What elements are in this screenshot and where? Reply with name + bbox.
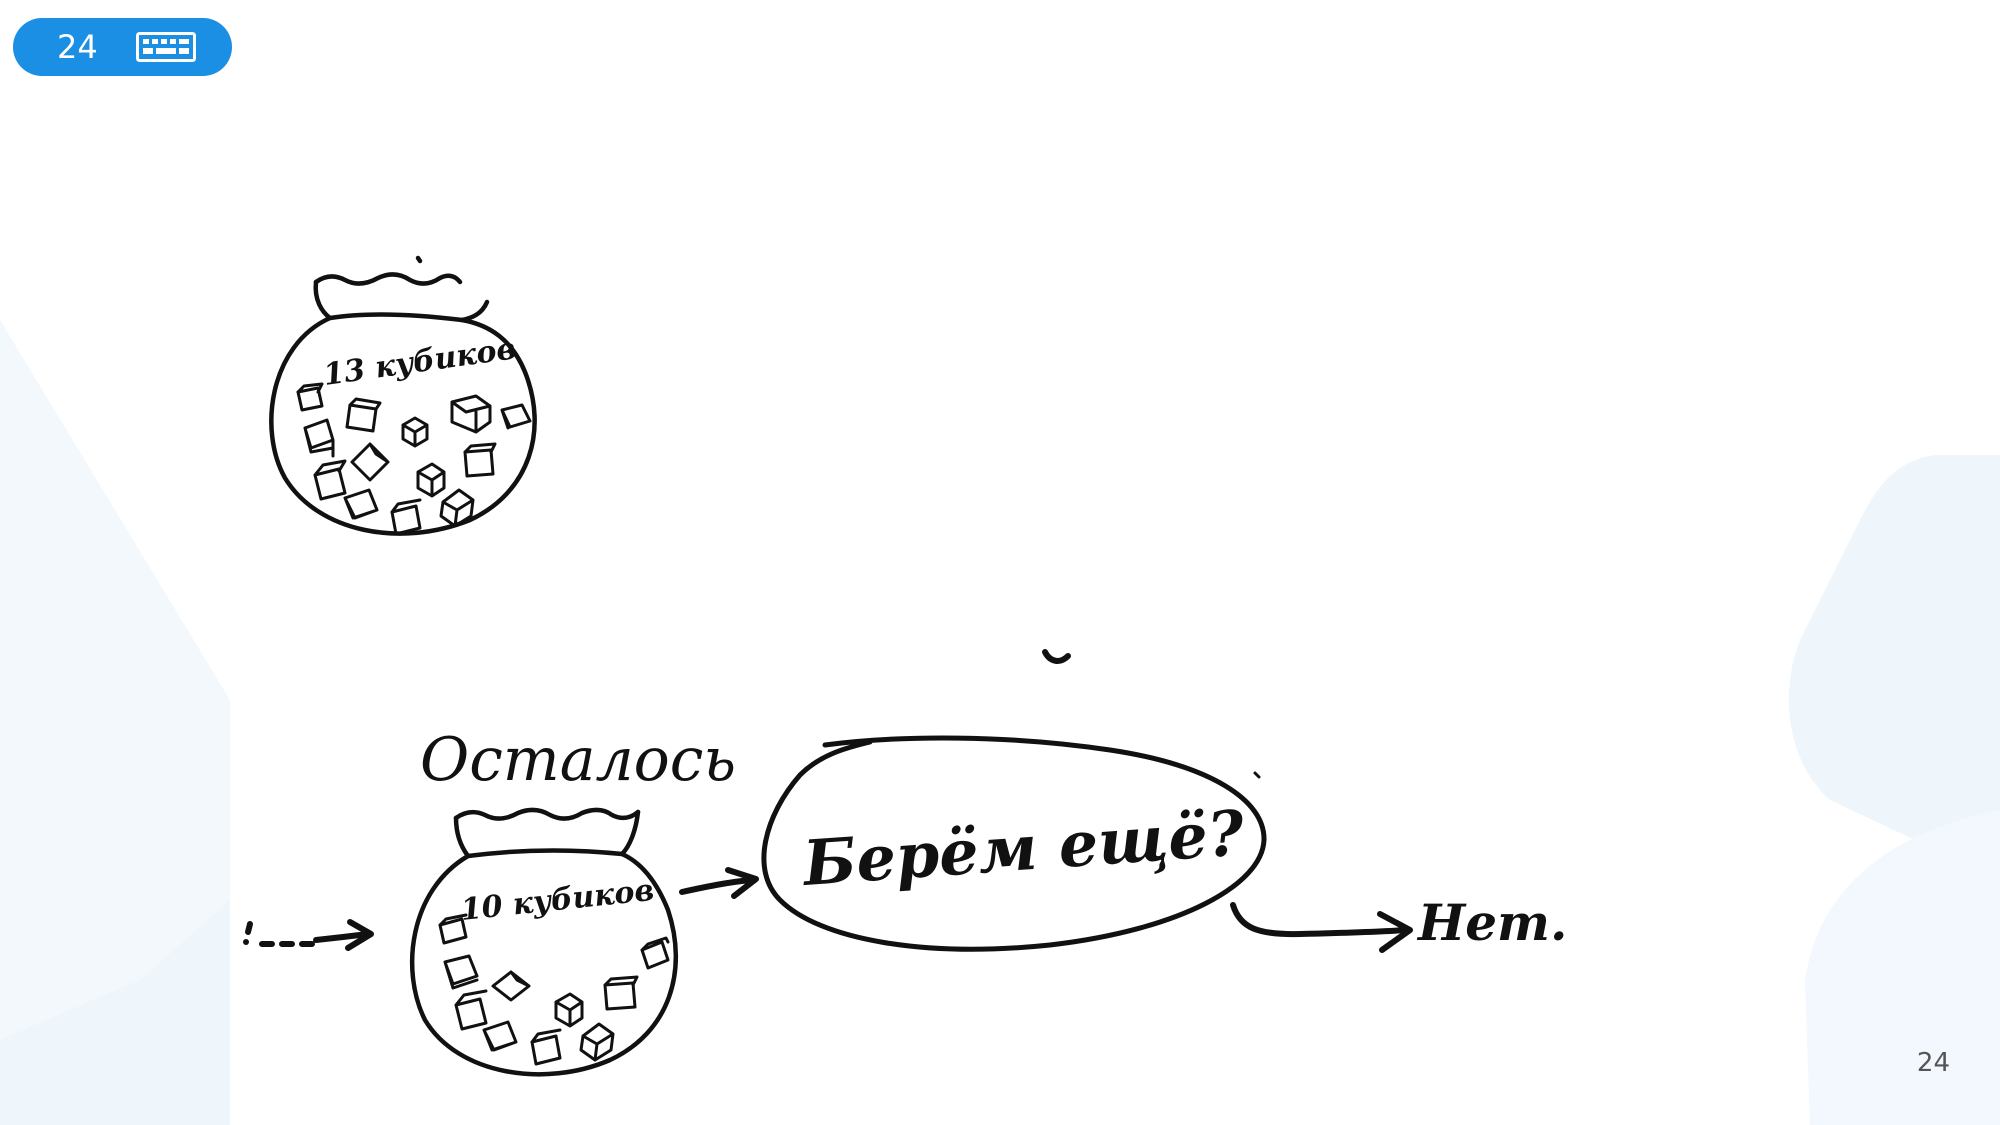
jar-top-cubes <box>296 382 532 536</box>
background-right-shape <box>1788 455 2000 880</box>
question-bubble <box>761 649 1267 952</box>
background-left-shape-lower <box>0 900 230 1125</box>
slide-number-badge[interactable]: 24 <box>13 18 232 76</box>
jar-bottom-label: 10 кубиков <box>459 873 656 928</box>
keyboard-icon <box>136 32 196 62</box>
remaining-label: Осталось <box>420 725 736 795</box>
answer-text: Нет. <box>1416 893 1567 952</box>
jar-top-label: 13 кубиков <box>321 331 518 393</box>
arrow-to-answer <box>1230 902 1413 953</box>
page-number: 24 <box>1916 1048 1950 1078</box>
arrow-to-question <box>679 867 759 899</box>
slide-number: 24 <box>57 28 98 66</box>
jar-bottom-cubes <box>438 913 670 1066</box>
incoming-arrow <box>243 919 374 951</box>
question-text: Берём ещё? <box>799 796 1247 900</box>
background-right-shape-lower <box>1805 810 2000 1125</box>
background-left-shape <box>0 320 230 1125</box>
jar-bottom <box>409 807 678 1077</box>
jar-top <box>269 255 537 536</box>
